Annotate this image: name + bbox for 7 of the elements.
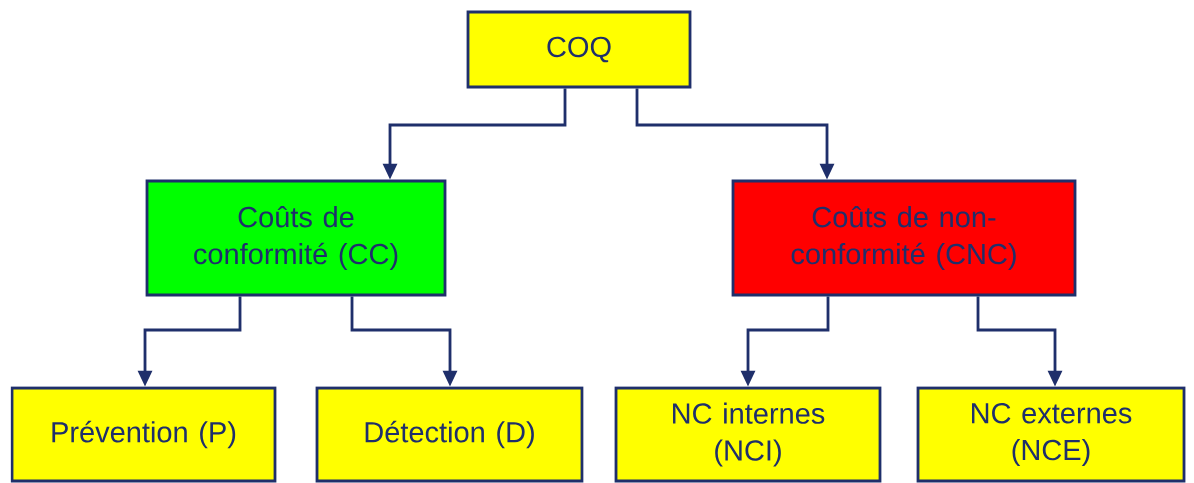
process-box: Coûts de non-conformité (CNC) bbox=[731, 179, 1077, 297]
process-box: NC externes (NCE) bbox=[916, 386, 1186, 483]
process-box: Coûts de conformité (CC) bbox=[145, 179, 447, 297]
process-box: NC internes (NCI) bbox=[614, 386, 882, 483]
process-box: COQ bbox=[466, 10, 692, 89]
process-box: Détection (D) bbox=[315, 386, 584, 483]
process-box: Prévention (P) bbox=[10, 386, 277, 483]
